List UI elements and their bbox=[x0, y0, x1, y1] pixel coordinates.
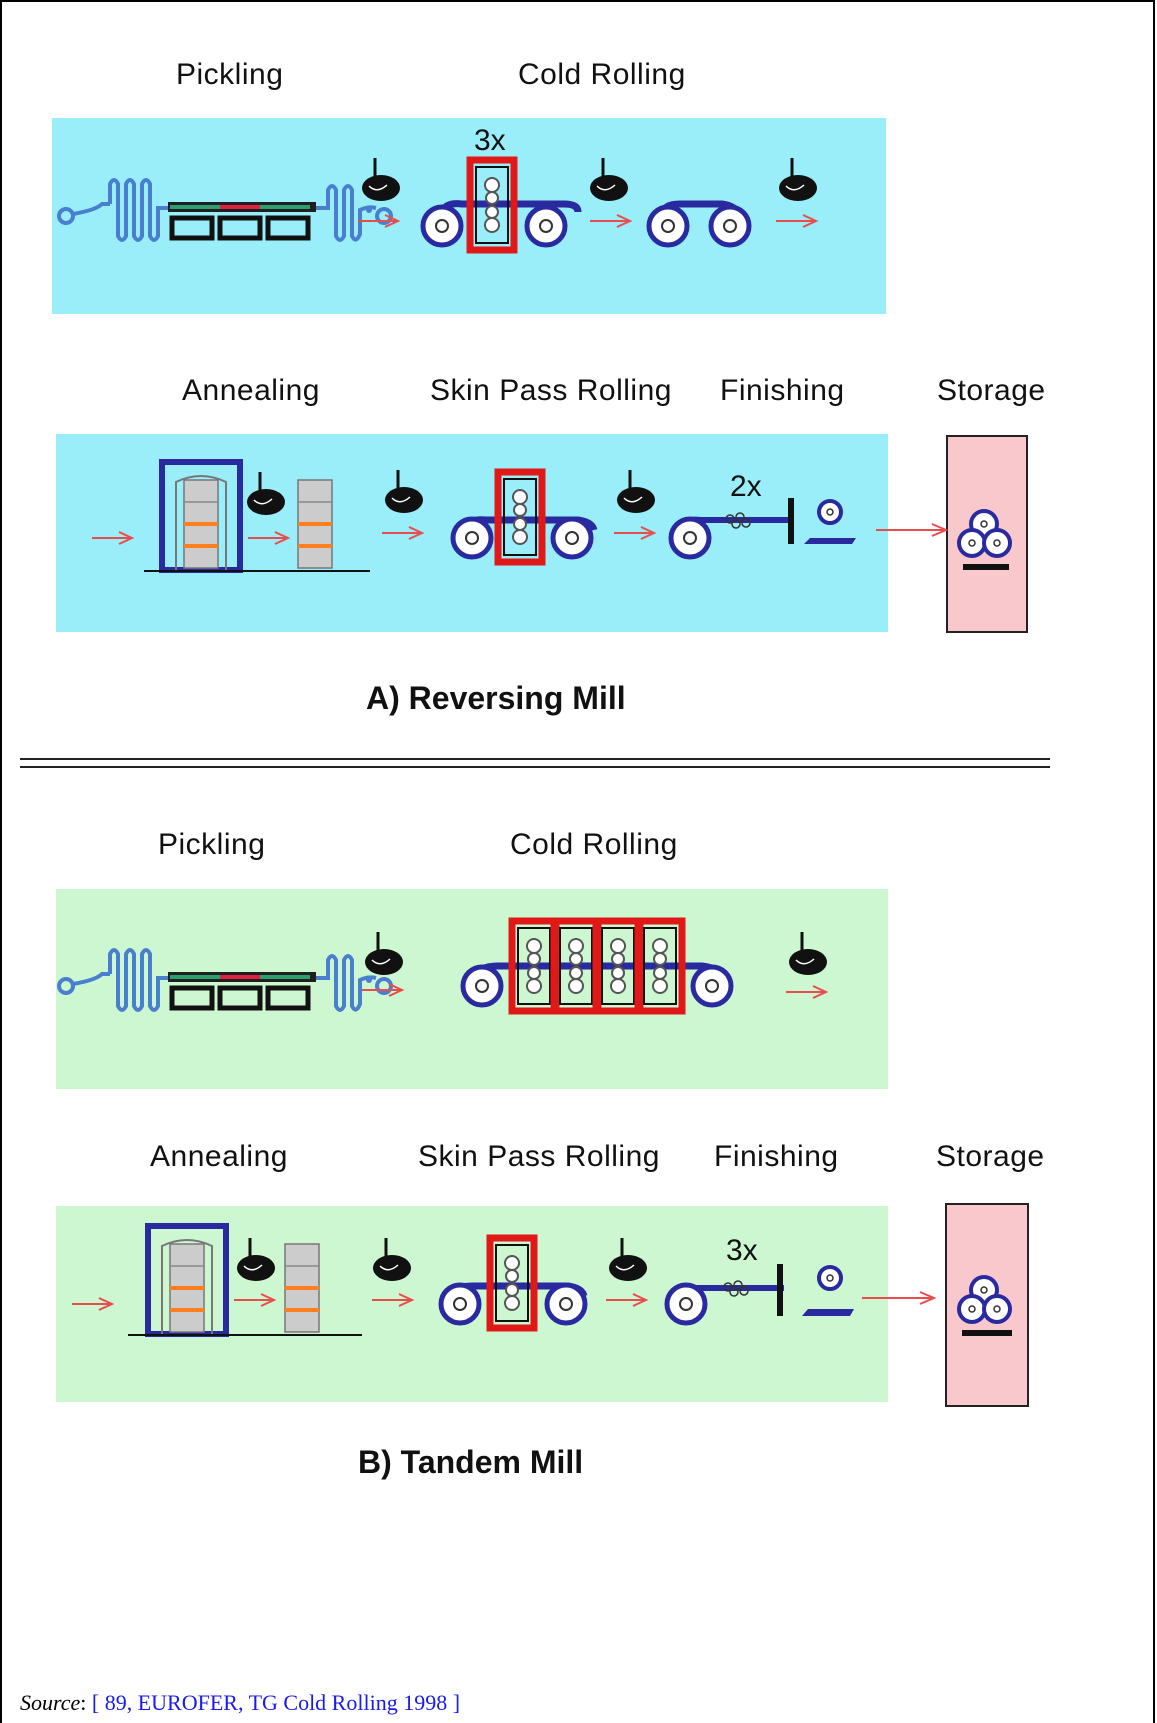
label-annealing-b: Annealing bbox=[150, 1140, 288, 1173]
caption-tandem-mill: B) Tandem Mill bbox=[358, 1444, 584, 1480]
skin-pass-mill-b bbox=[441, 1238, 585, 1328]
label-cold-rolling-b: Cold Rolling bbox=[510, 828, 678, 861]
arrow-to-storage-a bbox=[876, 523, 949, 537]
label-pickling-b: Pickling bbox=[158, 828, 266, 861]
label-skin-pass-a: Skin Pass Rolling bbox=[430, 374, 672, 407]
storage-coils-a bbox=[957, 509, 1012, 570]
source-reference-link[interactable]: [ 89, EUROFER, TG Cold Rolling 1998 ] bbox=[91, 1690, 461, 1715]
arrow-to-storage-b bbox=[862, 1291, 937, 1305]
source-separator: : bbox=[80, 1690, 92, 1715]
label-storage-a: Storage bbox=[937, 374, 1046, 407]
label-annealing-a: Annealing bbox=[182, 374, 320, 407]
label-pickling-a: Pickling bbox=[176, 58, 284, 91]
annealing-furnace-b bbox=[128, 1223, 362, 1337]
label-cold-rolling-a: Cold Rolling bbox=[518, 58, 686, 91]
source-label: Source bbox=[20, 1690, 81, 1715]
label-skin-pass-b: Skin Pass Rolling bbox=[418, 1140, 660, 1173]
label-storage-b: Storage bbox=[936, 1140, 1045, 1173]
cold-rolling-passes-a: 3x bbox=[474, 124, 506, 157]
coil-transfer-a bbox=[649, 200, 749, 245]
caption-reversing-mill: A) Reversing Mill bbox=[366, 680, 626, 716]
skin-pass-mill-a bbox=[453, 472, 598, 562]
finishing-line-a bbox=[671, 498, 856, 557]
label-finishing-b: Finishing bbox=[714, 1140, 839, 1173]
annealing-furnace-a bbox=[144, 459, 370, 573]
source-citation: Source: [ 89, EUROFER, TG Cold Rolling 1… bbox=[20, 1690, 460, 1716]
finishing-passes-b: 3x bbox=[726, 1234, 758, 1267]
finishing-line-b bbox=[667, 1264, 854, 1323]
finishing-passes-a: 2x bbox=[730, 470, 762, 503]
label-finishing-a: Finishing bbox=[720, 374, 845, 407]
storage-coils-b bbox=[957, 1275, 1012, 1336]
reversing-cold-mill bbox=[423, 160, 582, 250]
tandem-cold-mill bbox=[463, 921, 731, 1011]
